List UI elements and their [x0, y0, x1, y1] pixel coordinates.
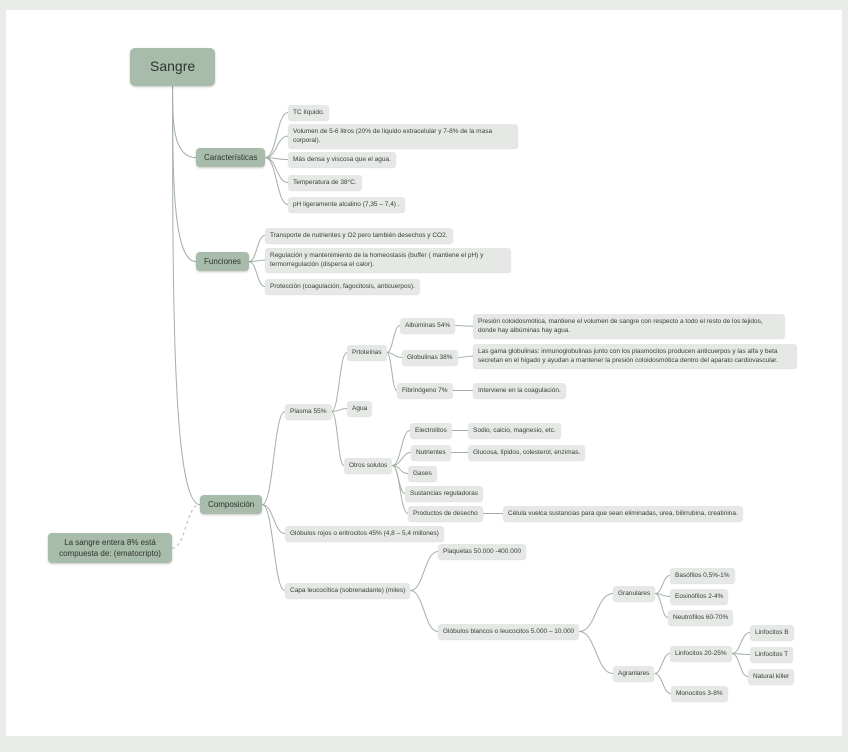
canvas-background[interactable]	[6, 10, 842, 736]
node-albuminas[interactable]: Albúminas 54%	[400, 318, 456, 334]
branch-caracteristicas[interactable]: Características	[196, 148, 266, 168]
node-mas-densa[interactable]: Más densa y viscosa que el agua.	[288, 152, 396, 168]
note-sangre-entera[interactable]: La sangre entera 8% está compuesta de: (…	[48, 533, 172, 564]
node-temperatura[interactable]: Temperatura de 38°C.	[288, 175, 362, 191]
node-linfocitos-b[interactable]: Linfocitos B	[750, 625, 794, 641]
node-globulos-rojos[interactable]: Glóbulos rojos o eritrocitos 45% (4,8 – …	[285, 526, 444, 542]
node-globulinas[interactable]: Globulinas 38%	[402, 350, 458, 366]
node-linfocitos[interactable]: Linfocitos 20-25%	[670, 646, 732, 662]
node-agua[interactable]: Agua	[347, 401, 373, 417]
desc-fibrinogeno[interactable]: Interviene en la coagulación.	[473, 383, 566, 399]
desc-globulinas[interactable]: Las gama globulinas: inmunoglobulinas ju…	[473, 344, 797, 369]
node-transporte[interactable]: Transporte de nutrientes y O2 pero tambi…	[265, 228, 453, 244]
node-agranulares[interactable]: Agranlares	[613, 666, 655, 682]
node-proteccion[interactable]: Protección (coagulación, fagocitosis, an…	[265, 279, 420, 295]
node-basofilos[interactable]: Basófilos 0,5%-1%	[670, 568, 735, 584]
node-linfocitos-t[interactable]: Linfocitos T	[750, 647, 794, 663]
node-plaquetas[interactable]: Plaquetas 50.000 -400.000	[438, 544, 527, 560]
node-tc-liquido[interactable]: TC líquido.	[288, 105, 330, 121]
desc-nutrientes[interactable]: Glucosa, lípidos, colesterol, enzimas.	[468, 445, 586, 461]
desc-albuminas[interactable]: Presión coloidosmótica, mantiene el volu…	[473, 314, 785, 339]
node-volumen[interactable]: Volumen de 5-6 litros (20% de líquido ex…	[288, 124, 518, 149]
node-capa-leucocitica[interactable]: Capa leucocítica (sobrenadante) (miles)	[285, 583, 411, 599]
node-eosinofilos[interactable]: Eosinófilos 2-4%	[670, 589, 729, 605]
desc-electrolitos[interactable]: Sodio, calcio, magnesio, etc.	[468, 423, 561, 439]
node-productos-desecho[interactable]: Productos de desecho	[408, 506, 483, 522]
node-fibrinogeno[interactable]: Fibrinógeno 7%	[397, 383, 453, 399]
node-neutrofilos[interactable]: Neutrófilos 60-70%	[668, 610, 734, 626]
node-nutrientes[interactable]: Nutrientes	[411, 445, 451, 461]
desc-productos-desecho[interactable]: Célula vuelca sustancias para que sean e…	[503, 506, 743, 522]
node-natural-killer[interactable]: Natural killer	[748, 669, 795, 685]
node-ph[interactable]: pH ligeramente alcalino (7,35 – 7,4) .	[288, 197, 405, 213]
node-globulos-blancos[interactable]: Glóbulos blancos o leucocitos 5.000 – 10…	[438, 624, 580, 640]
node-sustancias-reguladoras[interactable]: Sustancias reguladoras	[405, 486, 483, 502]
node-monocitos[interactable]: Monocitos 3-8%	[671, 686, 728, 702]
node-otros-solutos[interactable]: Otros solutos	[344, 458, 393, 474]
node-electrolitos[interactable]: Electrolitos	[410, 423, 452, 439]
node-plasma[interactable]: Plasma 55%	[285, 404, 332, 420]
node-granulares[interactable]: Granulares	[613, 586, 656, 602]
node-sangre[interactable]: Sangre	[130, 48, 216, 86]
node-regulacion[interactable]: Regulación y mantenimiento de la homeost…	[265, 248, 511, 273]
branch-composicion[interactable]: Composición	[200, 495, 263, 515]
branch-funciones[interactable]: Funciones	[196, 252, 249, 272]
node-proteinas[interactable]: Prtoteínas	[347, 345, 387, 361]
node-gases[interactable]: Gases	[408, 466, 437, 482]
